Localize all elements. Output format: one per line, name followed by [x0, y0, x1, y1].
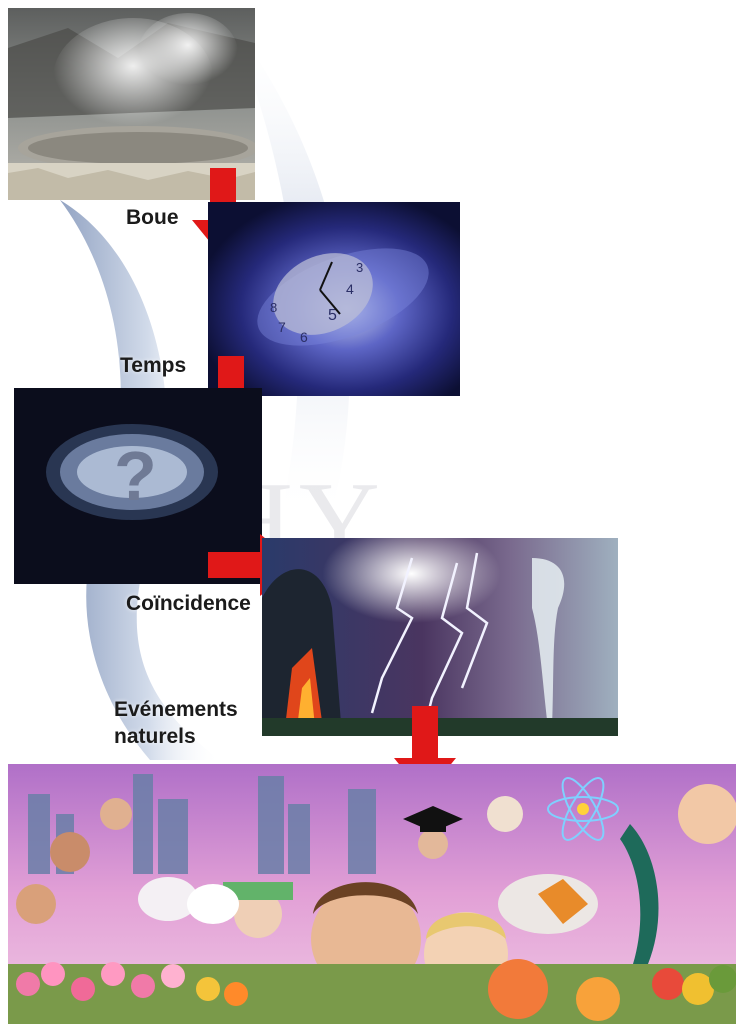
- svg-text:7: 7: [278, 319, 286, 335]
- svg-text:4: 4: [346, 281, 354, 297]
- volcano-icon: [262, 569, 342, 736]
- svg-text:3: 3: [356, 260, 363, 275]
- collage-panel: [8, 764, 736, 1024]
- atom-icon: [547, 777, 619, 841]
- nature-image: [262, 538, 618, 736]
- time-panel: 7 6 5 4 3 8: [208, 202, 460, 396]
- nature-panel: [262, 538, 618, 736]
- label-temps: Temps: [120, 354, 187, 377]
- svg-text:5: 5: [328, 307, 337, 324]
- lightning-icon: [370, 552, 489, 719]
- animals: [138, 824, 659, 964]
- collage-image: [8, 764, 736, 1024]
- label-coincidence: Coïncidence: [126, 592, 251, 615]
- label-boue: Boue: [126, 206, 179, 229]
- city-skyline: [28, 774, 376, 874]
- time-image: 7 6 5 4 3 8: [208, 202, 460, 396]
- label-evenements: Evénements naturels: [114, 696, 238, 751]
- label-evenements-line1: Evénements: [114, 698, 238, 721]
- flowers-fruits: [8, 959, 736, 1024]
- question-mark-icon: ?: [114, 437, 157, 515]
- question-image: ?: [14, 388, 262, 584]
- svg-text:6: 6: [300, 329, 308, 345]
- question-panel: ?: [14, 388, 262, 584]
- tornado-icon: [532, 558, 565, 728]
- graduation-cap-icon: [403, 806, 463, 832]
- clock-icon: 7 6 5 4 3 8: [270, 253, 373, 345]
- svg-text:8: 8: [270, 300, 277, 315]
- label-evenements-line2: naturels: [114, 725, 196, 749]
